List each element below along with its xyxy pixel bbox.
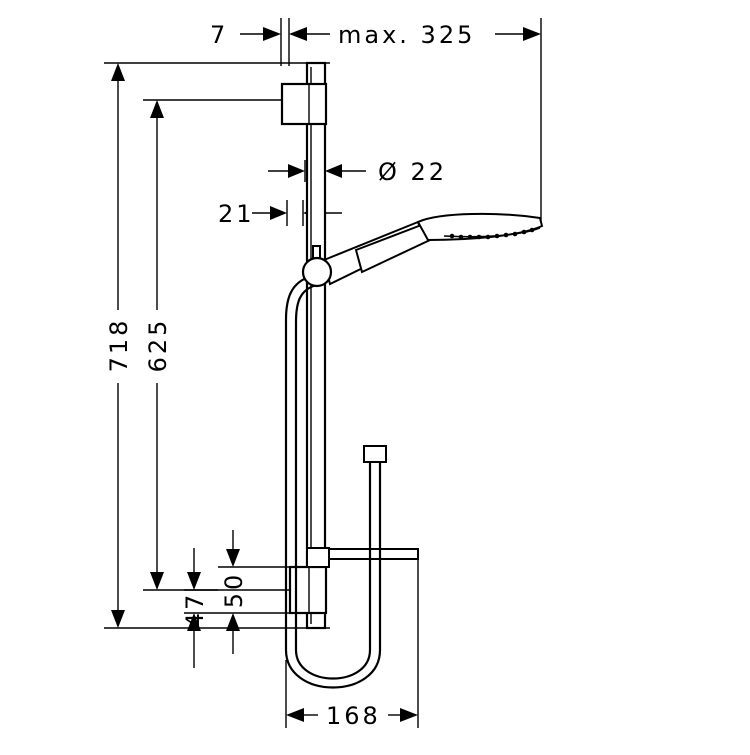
arrow-168-left xyxy=(286,708,304,722)
arrow-offset-left xyxy=(270,206,287,220)
slider-knob xyxy=(301,256,333,288)
nozzle xyxy=(449,233,455,239)
dim-text-reach: max. 325 xyxy=(338,21,475,49)
arrow-50-bottom xyxy=(226,613,240,631)
dim-text-21: 21 xyxy=(218,200,255,228)
nozzle xyxy=(512,231,518,237)
top-dimension-group: 7 max. 325 xyxy=(210,18,542,222)
arrow-47-top xyxy=(187,572,201,590)
hose-connector xyxy=(363,445,387,463)
arrow-7 xyxy=(263,27,281,41)
shelf-clamp xyxy=(306,547,330,568)
nozzle xyxy=(503,232,509,238)
arrow-718-bottom xyxy=(111,610,125,628)
rail-bar xyxy=(305,61,327,630)
arrow-625-bottom xyxy=(150,572,164,590)
nozzle xyxy=(476,234,482,240)
hand-shower-assembly xyxy=(301,212,544,288)
dim-text-718: 718 xyxy=(105,318,133,373)
arrow-diam-right xyxy=(325,164,342,178)
spray-nozzles xyxy=(449,227,535,240)
arrow-718-top xyxy=(111,63,125,81)
dim-text-7: 7 xyxy=(210,21,228,49)
dim-text-diameter: Ø 22 xyxy=(378,158,447,186)
arrow-47-bottom xyxy=(187,613,201,631)
hose-inner xyxy=(294,283,372,680)
diameter-dimension-group: Ø 22 xyxy=(268,158,447,186)
hose-outer xyxy=(284,274,382,689)
arrow-50-top xyxy=(226,549,240,567)
top-wall-bracket xyxy=(280,82,328,126)
arrow-reach-right xyxy=(523,27,541,41)
nozzle xyxy=(521,229,527,235)
arrow-diam-left xyxy=(288,164,305,178)
arrow-reach-left xyxy=(289,27,307,41)
arrow-168-right xyxy=(400,708,418,722)
arrow-625-top xyxy=(150,100,164,118)
shelf-tray xyxy=(328,548,419,560)
dim-text-168: 168 xyxy=(326,702,381,730)
bottom-dimension-group: 168 xyxy=(285,560,419,730)
nozzle xyxy=(467,234,473,240)
slide-rail xyxy=(280,61,419,630)
dim-text-625: 625 xyxy=(144,318,172,373)
nozzle xyxy=(494,233,500,239)
nozzle xyxy=(485,234,491,240)
nozzle xyxy=(529,227,535,233)
bracket-dimension-group: 50 47 xyxy=(181,530,306,668)
vertical-dimension-group: 718 625 xyxy=(104,62,330,629)
nozzle xyxy=(458,234,464,240)
dim-text-50: 50 xyxy=(220,572,248,609)
shower-hose xyxy=(284,274,387,689)
